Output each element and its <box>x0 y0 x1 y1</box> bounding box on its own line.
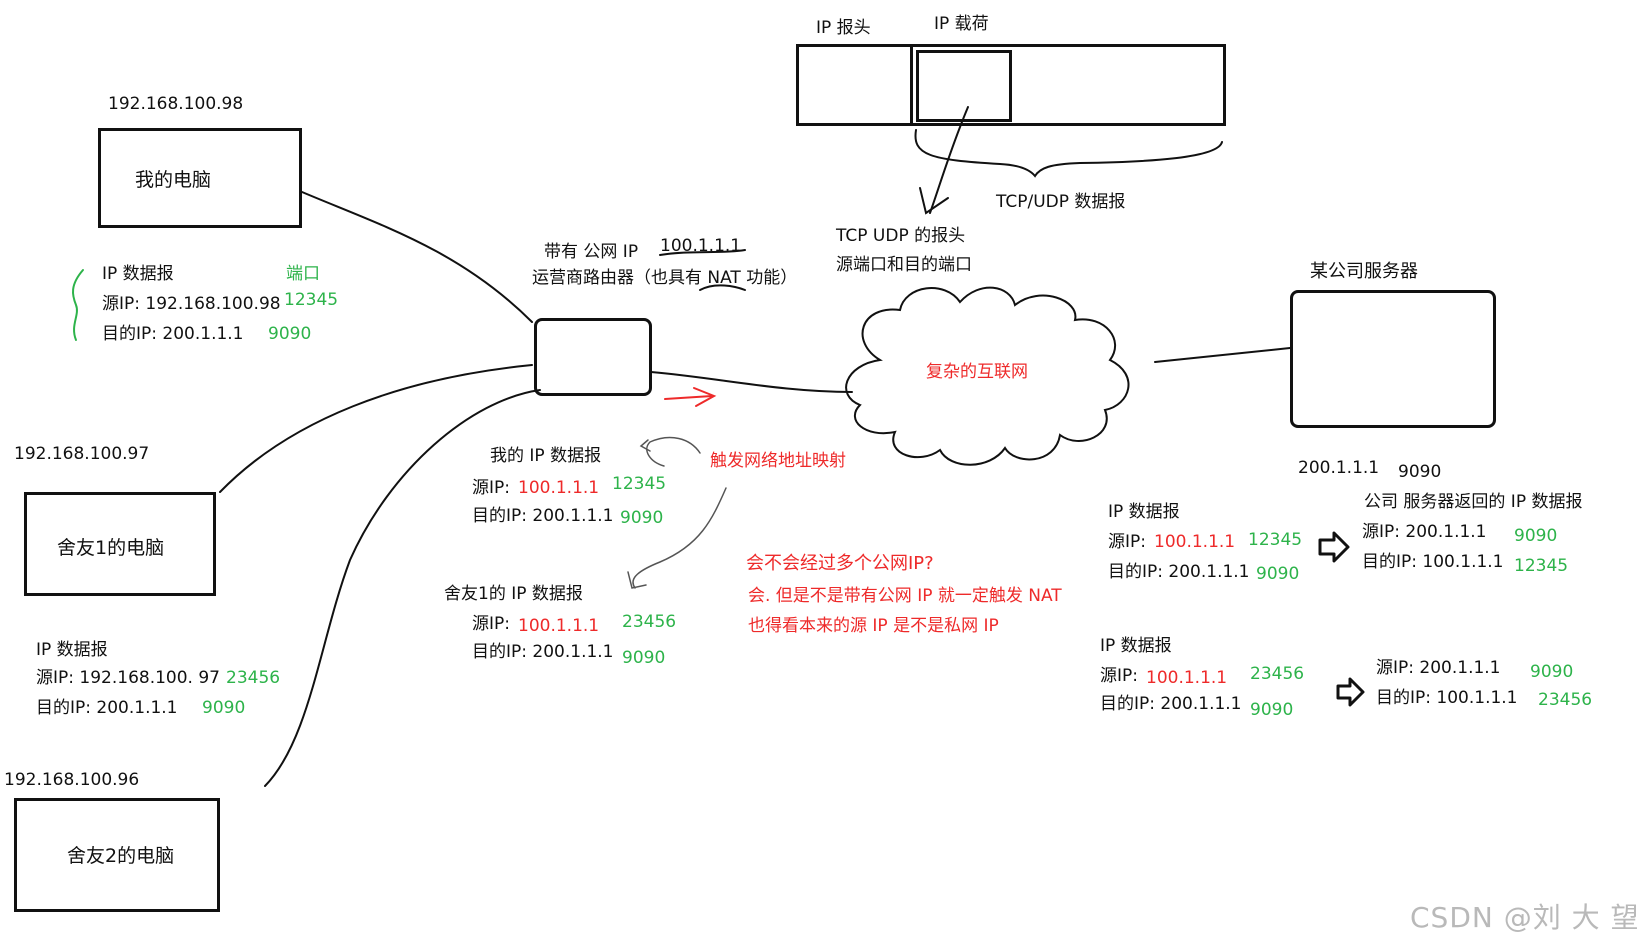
my-packet-src-port: 12345 <box>284 290 339 310</box>
link-router-internet <box>650 371 853 393</box>
mapping-arrow-down <box>632 487 727 589</box>
req1-src-label: 源IP: <box>1108 532 1146 552</box>
server-box <box>1290 290 1496 428</box>
roommate-packet-src: 源IP: 192.168.100. 97 <box>36 668 220 688</box>
ports-note: 源端口和目的端口 <box>836 255 972 275</box>
my-packet-src: 源IP: 192.168.100.98 <box>102 294 281 314</box>
tcp-header-box <box>916 50 1012 122</box>
mapped-mine-dst-port: 9090 <box>620 508 664 528</box>
roommate-packet-src-port: 23456 <box>226 668 281 688</box>
router-line2: 运营商路由器（也具有 NAT 功能） <box>532 268 798 288</box>
reply-arrow-1 <box>1318 531 1350 563</box>
my-pc-box: 我的电脑 <box>98 128 302 228</box>
resp1-dst-port: 12345 <box>1514 556 1569 576</box>
my-pc-label: 我的电脑 <box>135 169 212 191</box>
roommate-packet-title: IP 数据报 <box>36 640 108 660</box>
req1-dst-port: 9090 <box>1256 564 1300 584</box>
payload-brace <box>914 129 1223 178</box>
resp1-src: 源IP: 200.1.1.1 <box>1362 522 1487 542</box>
resp1-dst: 目的IP: 100.1.1.1 <box>1362 552 1504 572</box>
req2-dst-port: 9090 <box>1250 700 1294 720</box>
req2-src-ip: 100.1.1.1 <box>1146 668 1228 688</box>
my-packet-title: IP 数据报 <box>102 264 174 284</box>
flow-arrow-head <box>693 387 717 407</box>
link-internet-server <box>1154 347 1291 363</box>
flow-arrow <box>664 395 713 400</box>
req2-src-label: 源IP: <box>1100 666 1138 686</box>
packet-brace-left <box>72 269 84 341</box>
mapped-roommate1-src-port: 23456 <box>622 612 677 632</box>
server-label: 某公司服务器 <box>1310 261 1418 282</box>
answer-line1: 会. 但是不是带有公网 IP 就一定触发 NAT <box>748 586 1062 606</box>
roommate1-pc-box: 舍友1的电脑 <box>24 492 216 596</box>
ip-payload-label: IP 载荷 <box>934 14 989 34</box>
router-public-ip: 100.1.1.1 <box>660 236 742 256</box>
mapping-arrow-up-head <box>639 439 651 452</box>
req1-dst: 目的IP: 200.1.1.1 <box>1108 562 1250 582</box>
payload-pointer-head <box>919 187 949 215</box>
internet-label: 复杂的互联网 <box>926 362 1028 382</box>
reply-arrow-2 <box>1336 677 1365 707</box>
csdn-watermark: CSDN @刘 大 望 <box>1410 901 1640 934</box>
mapping-arrow-down-head <box>627 571 647 589</box>
server-ip: 200.1.1.1 <box>1298 458 1380 478</box>
resp1-src-port: 9090 <box>1514 526 1558 546</box>
answer-line2: 也得看本来的源 IP 是不是私网 IP <box>748 616 999 636</box>
roommate1-ip: 192.168.100.97 <box>14 444 150 464</box>
mapped-roommate1-src-label: 源IP: <box>472 614 510 634</box>
router-line1: 带有 公网 IP <box>544 242 639 262</box>
my-packet-dst: 目的IP: 200.1.1.1 <box>102 324 244 344</box>
link-roommate1-router <box>219 364 533 493</box>
question-title: 会不会经过多个公网IP? <box>746 553 934 574</box>
mapped-mine-src-ip: 100.1.1.1 <box>518 478 600 498</box>
mapped-mine-title: 我的 IP 数据报 <box>490 446 602 466</box>
ip-packet-divider <box>910 44 913 126</box>
req1-title: IP 数据报 <box>1108 502 1180 522</box>
mapped-mine-src-label: 源IP: <box>472 478 510 498</box>
mapped-roommate1-dst-port: 9090 <box>622 648 666 668</box>
roommate2-pc-label: 舍友2的电脑 <box>67 845 175 867</box>
tcp-udp-header-label: TCP UDP 的报头 <box>836 226 966 246</box>
roommate2-pc-box: 舍友2的电脑 <box>14 798 220 912</box>
resp2-src: 源IP: 200.1.1.1 <box>1376 658 1501 678</box>
my-pc-ip: 192.168.100.98 <box>108 94 244 114</box>
my-packet-dst-port: 9090 <box>268 324 312 344</box>
mapped-mine-src-port: 12345 <box>612 474 667 494</box>
my-packet-port-title: 端口 <box>286 264 320 284</box>
ip-packet-box <box>796 44 1226 126</box>
roommate2-ip: 192.168.100.96 <box>4 770 140 790</box>
router-box <box>534 318 652 396</box>
mapped-roommate1-dst: 目的IP: 200.1.1.1 <box>472 642 614 662</box>
roommate-packet-dst: 目的IP: 200.1.1.1 <box>36 698 178 718</box>
mapped-mine-dst: 目的IP: 200.1.1.1 <box>472 506 614 526</box>
req2-title: IP 数据报 <box>1100 636 1172 656</box>
link-mypc-router <box>301 191 533 323</box>
roommate1-pc-label: 舍友1的电脑 <box>57 537 165 559</box>
roommate-packet-dst-port: 9090 <box>202 698 246 718</box>
mapped-roommate1-src-ip: 100.1.1.1 <box>518 616 600 636</box>
resp2-dst: 目的IP: 100.1.1.1 <box>1376 688 1518 708</box>
link-roommate2-router <box>264 389 541 787</box>
nat-trigger-label: 触发网络地址映射 <box>710 451 846 471</box>
req1-src-port: 12345 <box>1248 530 1303 550</box>
public-ip-underline <box>659 249 746 256</box>
req1-src-ip: 100.1.1.1 <box>1154 532 1236 552</box>
reply-title: 公司 服务器返回的 IP 数据报 <box>1364 492 1583 512</box>
resp2-src-port: 9090 <box>1530 662 1574 682</box>
ip-header-label: IP 报头 <box>816 18 871 38</box>
resp2-dst-port: 23456 <box>1538 690 1593 710</box>
req2-dst: 目的IP: 200.1.1.1 <box>1100 694 1242 714</box>
nat-underline <box>699 284 746 291</box>
req2-src-port: 23456 <box>1250 664 1305 684</box>
server-port: 9090 <box>1398 462 1442 482</box>
mapping-arrow-up <box>646 436 701 467</box>
internet-cloud <box>845 286 1130 466</box>
tcp-udp-datagram-label: TCP/UDP 数据报 <box>996 192 1126 212</box>
mapped-roommate1-title: 舍友1的 IP 数据报 <box>444 584 583 604</box>
